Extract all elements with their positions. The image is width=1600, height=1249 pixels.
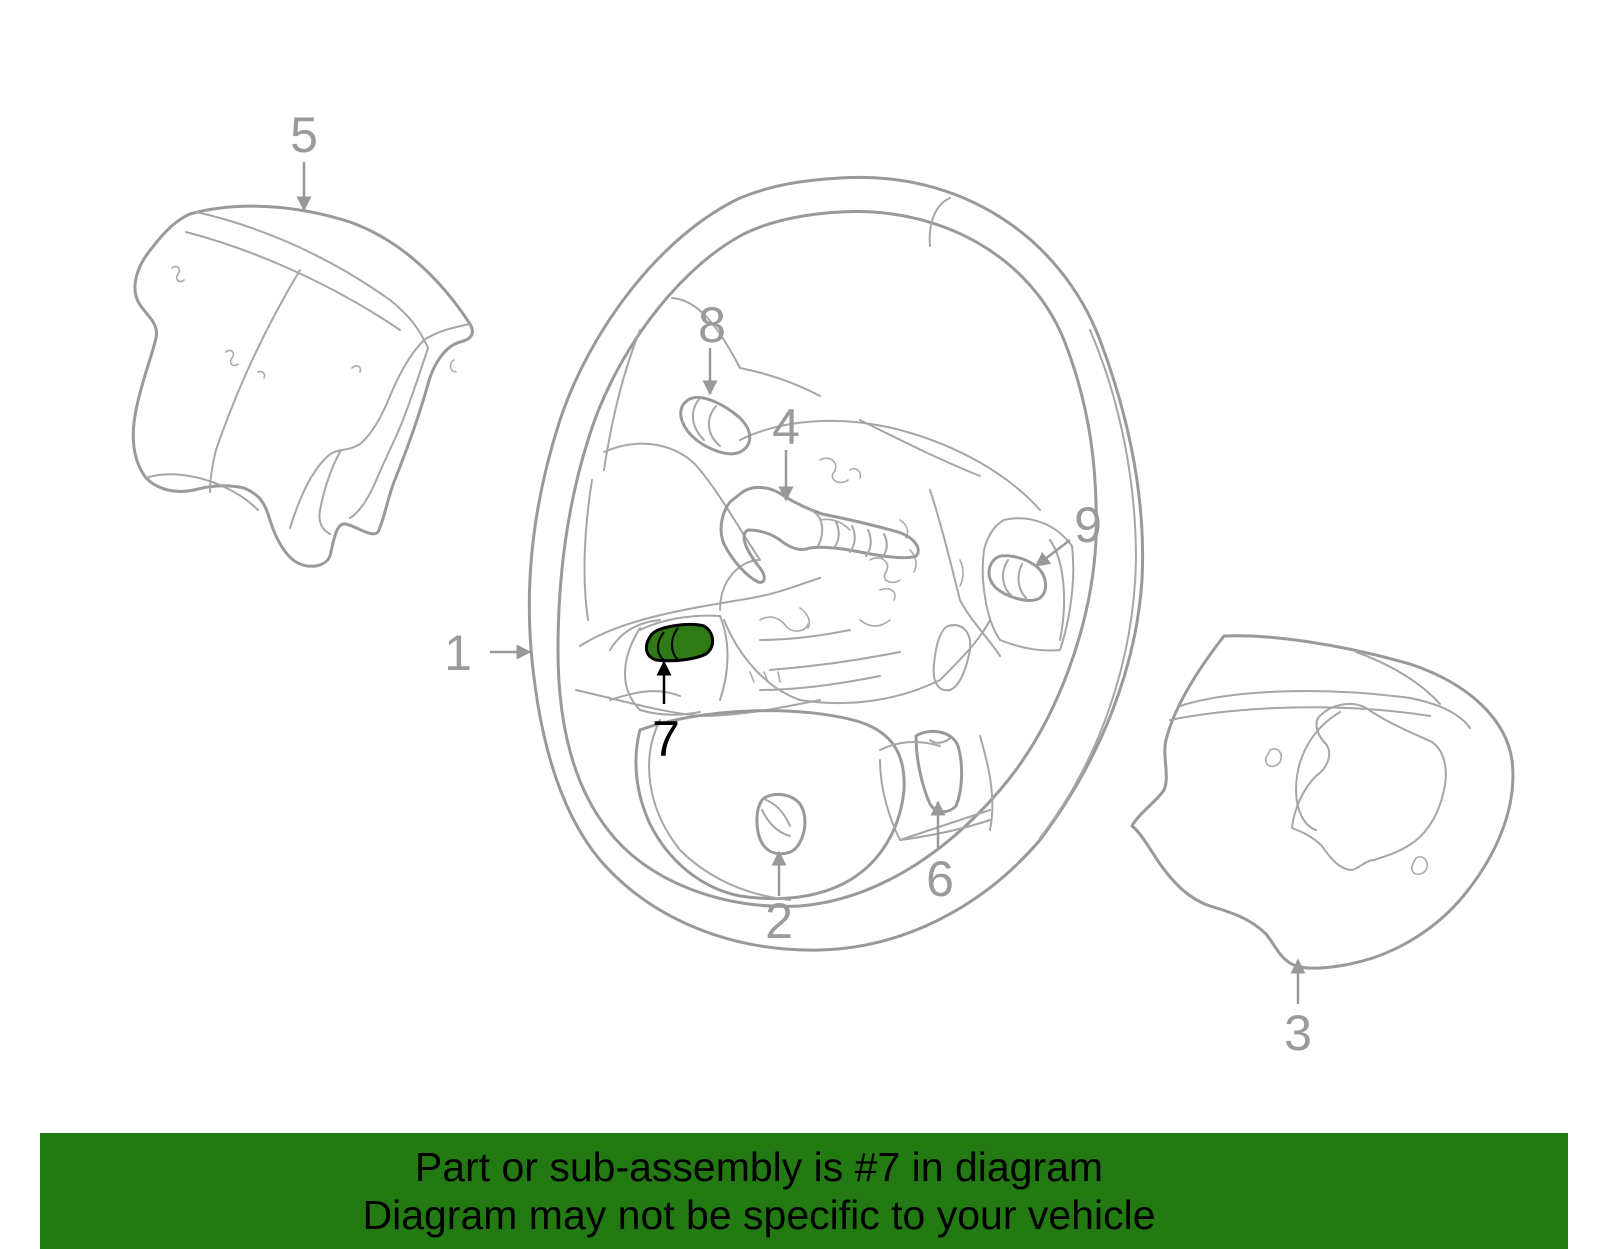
callout-label-1: 1	[444, 625, 472, 681]
callout-label-8: 8	[698, 297, 726, 353]
steering-wheel-part	[527, 175, 1145, 952]
callout-label-9: 9	[1074, 497, 1102, 553]
callout-label-3: 3	[1284, 1005, 1312, 1061]
callout-label-2: 2	[765, 893, 793, 949]
callout-6: 6	[926, 800, 954, 907]
airbag-module-part	[131, 204, 474, 568]
parts-diagram: 1 2 3 4 5 6 7 8 9	[131, 107, 1515, 1061]
banner-line-2: Diagram may not be specific to your vehi…	[362, 1192, 1156, 1238]
rear-cover-part	[1130, 634, 1515, 970]
callout-label-4: 4	[772, 399, 800, 455]
callout-label-7: 7	[652, 711, 680, 767]
callout-label-6: 6	[926, 851, 954, 907]
callout-8: 8	[698, 297, 726, 396]
switch-part-6	[879, 729, 994, 841]
callout-7: 7	[652, 660, 680, 767]
info-banner: Part or sub-assembly is #7 in diagram Di…	[40, 1133, 1568, 1249]
switch-part-8	[679, 395, 752, 456]
callout-9: 9	[1034, 497, 1102, 567]
callout-5: 5	[290, 107, 318, 212]
callout-3: 3	[1284, 958, 1312, 1061]
switch-part-9	[987, 554, 1047, 602]
horn-pad-part	[634, 709, 906, 901]
switch-part-7-highlighted	[624, 614, 729, 716]
banner-line-1: Part or sub-assembly is #7 in diagram	[414, 1144, 1104, 1190]
callout-2: 2	[765, 850, 793, 949]
callout-4: 4	[772, 399, 800, 502]
callout-label-5: 5	[290, 107, 318, 163]
callout-1: 1	[444, 625, 532, 681]
horn-contact-part	[719, 486, 920, 584]
